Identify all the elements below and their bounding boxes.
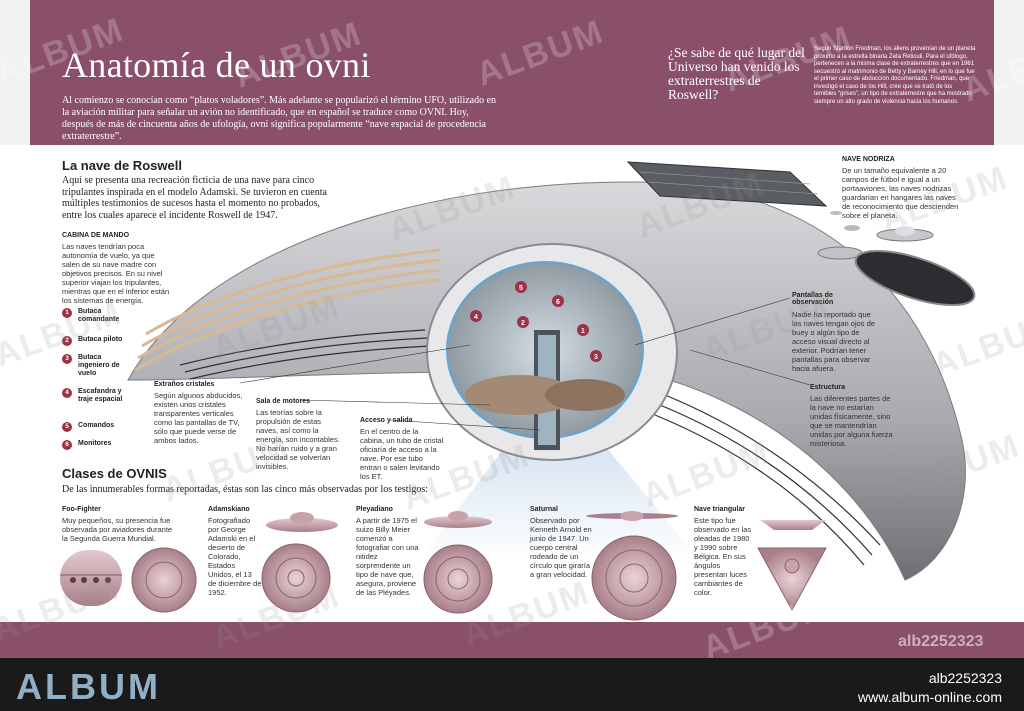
motores-heading: Sala de motores [256,398,311,405]
pantallas-text: Nadie ha reportado que las naves tengan … [792,310,875,373]
cristales-heading: Extraños cristales [154,381,215,388]
legend-item: 3 Butaca ingeniero de vuelo [62,354,130,378]
pantallas-heading: Pantallas de observación [792,292,834,306]
class-desc: Muy pequeños, su presencia fue observada… [62,516,173,543]
legend-label: Butaca comandante [78,308,120,323]
scout-ships [817,211,976,306]
legend-number: 2 [62,336,72,346]
site-url-link[interactable]: www.album-online.com [858,689,1002,705]
class-desc: Observado por Kenneth Arnold en junio de… [530,516,592,579]
class-desc: A partir de 1975 el suizo Billy Meier co… [356,516,419,597]
hull-ribs-right [654,394,881,566]
light-beam [420,440,700,560]
clases-heading: Clases de OVNIS [62,466,167,481]
album-logo[interactable]: ALBUM [16,666,161,707]
class-name: Pleyadiano [356,506,393,513]
legend-label: Monitores [78,440,112,447]
motores-text: Las teorías sobre la propulsión de estas… [256,408,340,471]
legend-label: Butaca ingeniero de vuelo [78,354,120,377]
legend-item: 2 Butaca piloto [62,336,130,346]
marker-5: 5 [519,285,523,292]
class-name: Nave triangular [694,506,745,513]
cabin-markers: 1 2 3 4 5 6 [470,281,602,362]
legend-label: Comandos [78,422,115,429]
cristales-text: Según algunos abducidos, existen unos cr… [154,391,243,445]
bottom-band-inner [30,622,994,658]
nodriza-heading: NAVE NODRIZA [842,156,895,163]
stock-id-stamp: alb2252323 [898,633,984,650]
image-id: alb2252323 [928,670,1002,686]
ufo-pleyadiano [423,511,493,614]
mothership-detail [639,171,819,195]
mothership [626,161,828,207]
site-footer: ALBUM alb2252323 www.album-online.com [0,658,1024,711]
ufo-triangular [757,520,827,612]
bottom-band [0,622,1024,658]
legend-number: 1 [62,308,72,318]
marker-6: 6 [556,299,560,306]
legend-item: 4 Escafandra y traje espacial [62,388,130,404]
estructura-heading: Estructura [810,384,846,391]
ufo-foo-fighter [60,547,197,613]
infographic-poster: Anatomía de un ovni Al comienzo se conoc… [0,0,1024,658]
intro-text: Al comienzo se conocían como “platos vol… [62,95,497,142]
cabina-text: Las naves tendrían poca autonomía de vue… [62,242,170,305]
engine-room [465,375,575,415]
marker-4: 4 [474,314,478,321]
header-margin-left [0,0,30,145]
estructura-text: Las diferentes partes de la nave no esta… [810,394,893,448]
ufo-cutaway-illustration: 1 2 3 4 5 6 [60,161,976,621]
page-title: Anatomía de un ovni [62,45,371,85]
friedman-text: Según Stanton Friedman, los aliens prove… [814,46,976,105]
legend-number: 3 [62,354,72,364]
legend-number: 4 [62,388,72,398]
roswell-lead: Aquí se presenta una recreación ficticia… [62,175,327,221]
clases-lead: De las innumerables formas reportadas, é… [62,484,429,495]
engine-room-2 [545,379,625,411]
ufo-saturnal [586,511,678,621]
legend-label: Butaca piloto [78,336,123,343]
header-band [30,0,994,145]
legend-label: Escafandra y traje espacial [78,388,123,403]
callout-lines [239,297,811,431]
marker-2: 2 [521,320,525,327]
class-name: Adamskiano [208,506,250,513]
legend-number: 5 [62,422,72,432]
legend-number: 6 [62,440,72,450]
hull-layers [134,248,441,372]
class-desc: Fotografiado por George Adamski en el de… [208,516,262,597]
legend-item: 5 Comandos [62,422,130,432]
legend-item: 1 Butaca comandante [62,308,130,324]
roswell-question: ¿Se sabe de qué lugar del Universo han v… [668,45,805,102]
ufo-adamskiano [261,512,338,613]
cabina-heading: Cabina de mando [62,232,130,239]
nodriza-text: De un tamaño equivalente a 20 campos de … [842,166,959,220]
hull-ribs [179,329,431,380]
roswell-heading: La nave de Roswell [62,158,182,173]
legend-item: 6 Monitores [62,440,130,450]
class-name: Foo-Fighter [62,506,101,513]
class-desc: Este tipo fue observado en las oleadas d… [694,516,752,597]
acceso-text: En el centro de la cabina, un tubo de cr… [360,427,444,481]
header-margin-right [994,0,1024,145]
acceso-heading: Acceso y salida [360,417,413,424]
class-name: Saturnal [530,506,559,513]
marker-1: 1 [581,328,585,335]
marker-3: 3 [594,354,598,361]
